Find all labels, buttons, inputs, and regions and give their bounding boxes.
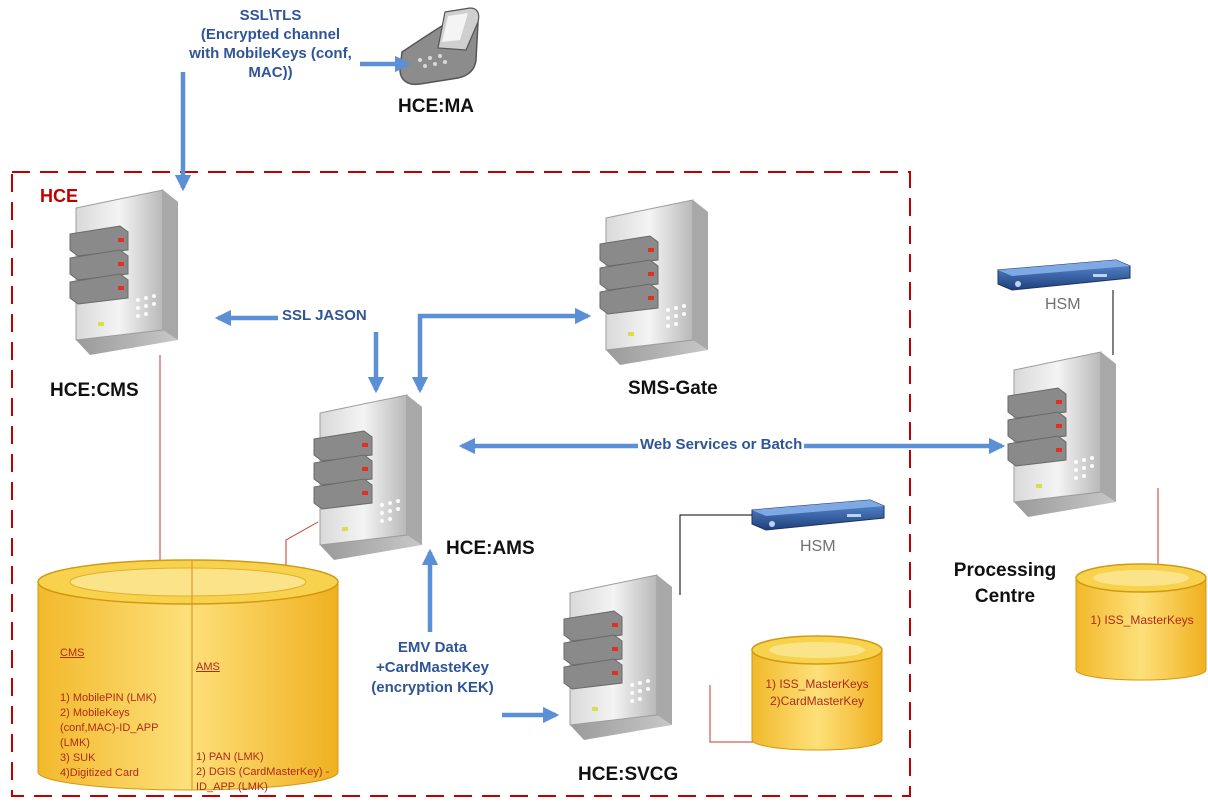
ams-db-title: AMS: [196, 661, 220, 673]
hsm-top-label: HSM: [1045, 296, 1081, 313]
main-database-cylinder: [37, 559, 339, 791]
cms-db-items: 1) MobilePIN (LMK) 2) MobileKeys (conf,M…: [60, 692, 159, 779]
processing-centre-label: Processing Centre: [948, 558, 1062, 610]
ams-db-section: AMS 1) PAN (LMK) 2) DGIS (CardMasterKey)…: [196, 630, 329, 810]
cms-server-icon: [69, 189, 179, 356]
ssl-tls-line3: with MobileKeys (conf, MAC)): [189, 45, 352, 81]
arrow-ams-smsgate: [411, 307, 592, 394]
emv-line2: +CardMasteKey: [376, 659, 489, 676]
ssl-tls-line1: SSL\TLS: [239, 7, 302, 24]
processing-database-cylinder: [1075, 563, 1207, 681]
hce-ma-label: HCE:MA: [398, 96, 474, 117]
hce-boundary-label: HCE: [40, 186, 79, 206]
sms-gate-label: SMS-Gate: [628, 378, 718, 399]
processing-server-icon: [1007, 351, 1117, 518]
svcg-database-cylinder: [751, 635, 883, 751]
emv-label: EMV Data +CardMasteKey (encryption KEK): [360, 638, 505, 698]
ssl-jason-label: SSL JASON: [280, 307, 369, 324]
svcg-db-line: [709, 685, 760, 743]
sms-gate-server-icon: [599, 199, 709, 366]
svcg-db-items: 1) ISS_MasterKeys 2)CardMasterKey: [765, 677, 869, 708]
hsm-mid-label: HSM: [800, 538, 836, 555]
hce-ams-label: HCE:AMS: [446, 538, 535, 559]
ssl-tls-line2: (Encrypted channel: [200, 26, 341, 43]
cms-db-title: CMS: [60, 647, 85, 659]
hsm-mid-line: [679, 514, 752, 595]
hce-svcg-label: HCE:SVCG: [578, 764, 679, 785]
processing-line2: Centre: [974, 586, 1036, 607]
ssl-tls-label: SSL\TLS (Encrypted channel with MobileKe…: [183, 6, 358, 82]
ams-server-icon: [313, 394, 423, 561]
svcg-server-icon: [563, 574, 673, 741]
hce-cms-label: HCE:CMS: [50, 380, 139, 401]
emv-line1: EMV Data: [397, 639, 468, 656]
mobile-phone-icon: [399, 7, 480, 86]
ams-db-line: [285, 521, 319, 565]
hce-boundary: [11, 171, 911, 797]
hsm-top-icon: [997, 259, 1131, 291]
processing-line1: Processing: [953, 560, 1057, 581]
ams-db-items: 1) PAN (LMK) 2) DGIS (CardMasterKey) - I…: [196, 751, 330, 793]
cms-db-section: CMS 1) MobilePIN (LMK) 2) MobileKeys (co…: [60, 616, 158, 796]
processing-db-items: 1) ISS_MasterKeys: [1090, 613, 1194, 627]
web-services-label: Web Services or Batch: [638, 436, 805, 453]
emv-line3: (encryption KEK): [371, 679, 494, 696]
hsm-mid-icon: [751, 499, 885, 531]
